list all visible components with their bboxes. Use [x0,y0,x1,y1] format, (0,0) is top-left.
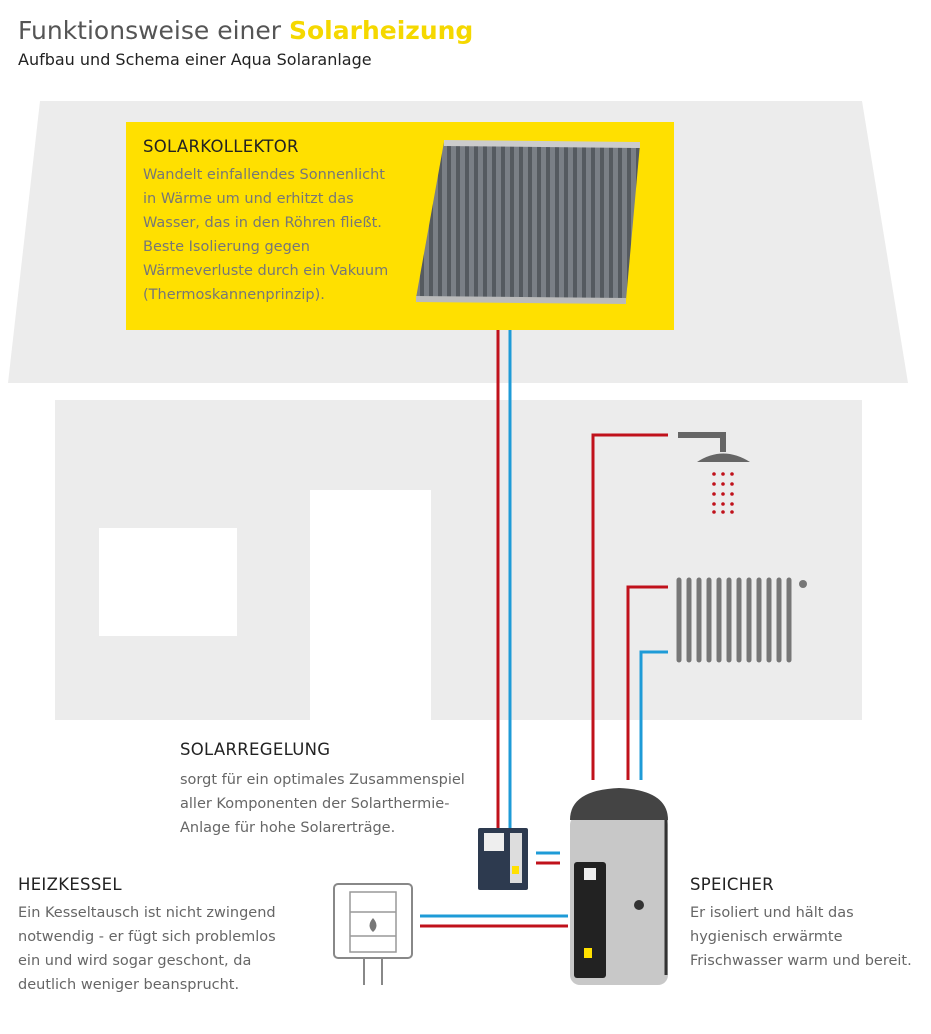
radiator-cold-pipe [639,650,668,780]
collector-title: SOLARKOLLEKTOR [143,137,299,156]
text-line: notwendig - er fügt sich problemlos [18,929,276,945]
controller-text: sorgt für ein optimales Zusammenspiel al… [180,768,465,840]
radiator-icon [676,577,807,663]
storage-tank-icon [570,788,668,985]
collector-panel: SOLARKOLLEKTOR Wandelt einfallendes Sonn… [126,122,674,330]
boiler-text: Ein Kesseltausch ist nicht zwingend notw… [18,901,276,997]
text-line: Wärmeverluste durch ein Vakuum [143,263,389,279]
text-line: Er isoliert und hält das [690,905,854,921]
door [310,490,431,720]
shower-pipe [591,433,668,780]
page-subtitle: Aufbau und Schema einer Aqua Solaranlage [18,50,372,69]
text-line: Wasser, das in den Röhren fließt. [143,215,382,231]
heater-icon [333,883,413,985]
text-line: Frischwasser warm und bereit. [690,953,912,969]
title-prefix: Funktionsweise einer [18,16,289,45]
storage-text: Er isoliert und hält das hygienisch erwä… [690,901,912,973]
title-highlight: Solarheizung [289,16,474,45]
window [99,528,237,636]
text-line: ein und wird sogar geschont, da [18,953,252,969]
collector-text: Wandelt einfallendes Sonnenlicht in Wärm… [143,163,388,307]
radiator-hot-pipe [626,585,668,780]
text-line: in Wärme um und erhitzt das [143,191,354,207]
text-line: aller Komponenten der Solarthermie- [180,796,450,812]
text-line: hygienisch erwärmte [690,929,843,945]
boiler-title: HEIZKESSEL [18,875,122,894]
text-line: (Thermoskannenprinzip). [143,287,325,303]
text-line: Anlage für hohe Solarerträge. [180,820,396,836]
solar-collector-icon [416,140,640,304]
controller-title: SOLARREGELUNG [180,740,331,759]
page-title: Funktionsweise einer Solarheizung [18,16,473,45]
storage-title: SPEICHER [690,875,774,894]
shower-icon [678,432,750,514]
text-line: Wandelt einfallendes Sonnenlicht [143,167,385,183]
text-line: sorgt für ein optimales Zusammenspiel [180,772,465,788]
text-line: Ein Kesseltausch ist nicht zwingend [18,905,276,921]
text-line: deutlich weniger beansprucht. [18,977,240,993]
text-line: Beste Isolierung gegen [143,239,310,255]
solar-controller-icon [478,828,528,890]
